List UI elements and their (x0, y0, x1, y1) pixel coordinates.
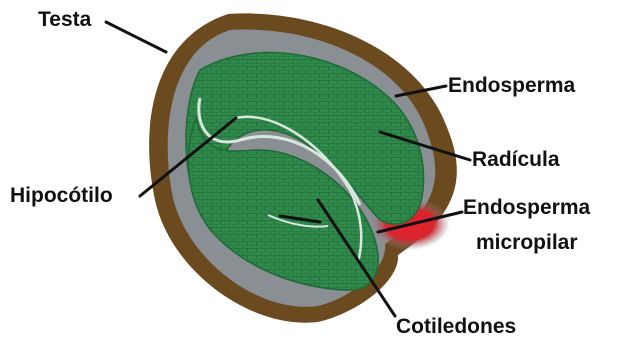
leader-testa (106, 22, 166, 52)
label-endosperma-micropilar-line1: Endosperma (463, 196, 591, 219)
label-cotiledones: Cotiledones (396, 315, 516, 337)
label-endosperma-micropilar-line2: micropilar (476, 231, 578, 254)
label-hipocotilo: Hipocótilo (10, 184, 113, 207)
label-endosperma: Endosperma (448, 74, 576, 97)
label-testa: Testa (38, 8, 92, 31)
label-radicula: Radícula (472, 148, 560, 171)
